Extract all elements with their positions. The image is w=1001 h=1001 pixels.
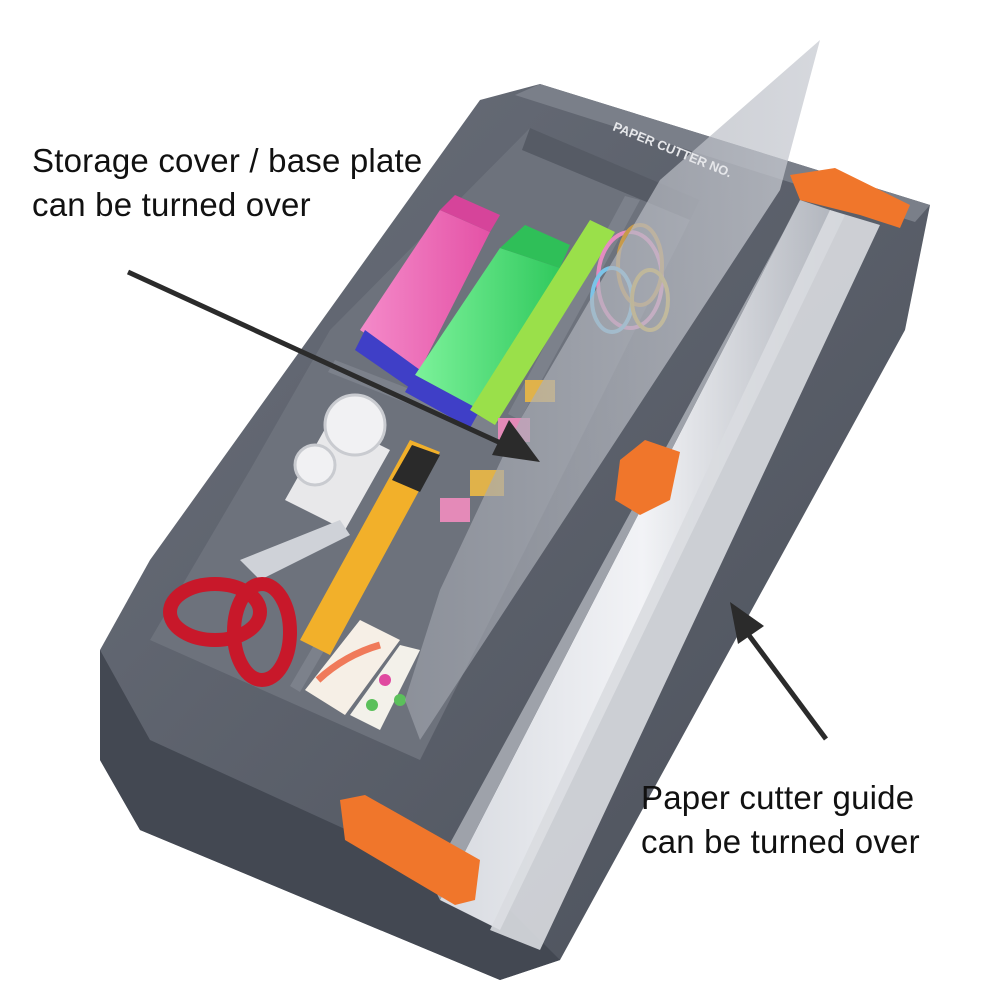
caption-storage-line-2: can be turned over	[32, 186, 311, 223]
caption-storage-line-1: Storage cover / base plate	[32, 142, 423, 179]
arrow-storage	[126, 269, 540, 462]
scissors	[163, 520, 350, 687]
utility-knife	[300, 440, 440, 655]
cutter-slider[interactable]	[615, 440, 680, 515]
correction-tape	[285, 393, 390, 530]
caption-cutter-guide: Paper cutter guide can be turned over	[641, 776, 920, 864]
washi-tape-rolls	[305, 620, 420, 730]
end-cap-bottom	[340, 795, 480, 905]
cutting-rail	[430, 200, 880, 950]
paper-cutter-guide-panel	[405, 40, 820, 740]
highlighter-pink	[355, 195, 500, 388]
arrow-guide	[730, 602, 829, 741]
caption-guide-line-2: can be turned over	[641, 823, 920, 860]
end-cap-top	[790, 168, 910, 228]
pencil-green	[470, 220, 615, 425]
highlighter-green	[405, 225, 570, 428]
caption-storage-cover: Storage cover / base plate can be turned…	[32, 139, 422, 227]
caption-guide-line-1: Paper cutter guide	[641, 779, 915, 816]
